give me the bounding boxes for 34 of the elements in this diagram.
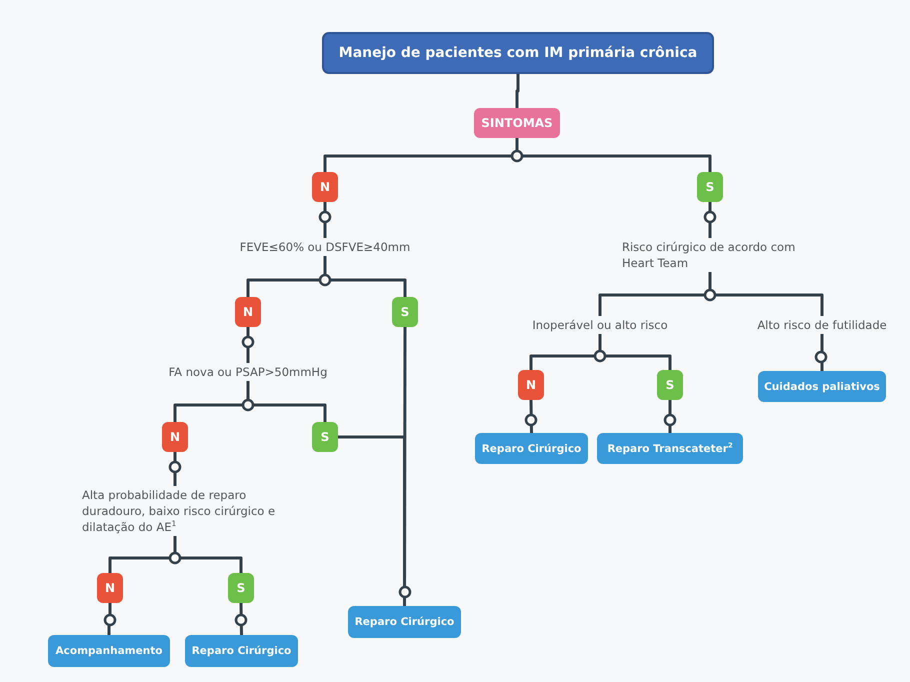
no-badge: N <box>97 573 123 603</box>
yes-badge: S <box>697 172 723 202</box>
outcome-box: Cuidados paliativos <box>758 371 886 402</box>
connector-line <box>708 202 712 238</box>
criterion-text: Inoperável ou alto risco <box>530 316 670 334</box>
outcome-box: Reparo Cirúrgico <box>348 606 461 638</box>
connector-line <box>246 327 250 363</box>
no-badge: N <box>312 172 338 202</box>
connector-line <box>820 334 824 371</box>
no-badge: N <box>162 422 188 452</box>
yes-badge: S <box>312 422 338 452</box>
title-box: Manejo de pacientes com IM primária crônica <box>322 32 714 74</box>
criterion-text: Alto risco de futilidade <box>752 316 892 334</box>
yes-badge: S <box>657 370 683 400</box>
criterion-text: FA nova ou PSAP>50mmHg <box>160 363 336 381</box>
connector-line <box>324 202 326 238</box>
connector-line <box>516 74 520 108</box>
no-badge: N <box>235 297 261 327</box>
connector-line <box>530 400 533 434</box>
criterion-text: FEVE≤60% ou DSFVE≥40mm <box>225 238 425 256</box>
symptom-box: SINTOMAS <box>474 108 560 138</box>
outcome-box: Reparo Cirúrgico <box>475 433 588 464</box>
connector-line <box>240 602 243 636</box>
outcome-box: Reparo Transcateter$^{2}$ <box>597 433 743 464</box>
yes-badge: S <box>392 297 418 327</box>
connector-line <box>108 603 112 635</box>
no-badge: N <box>518 370 544 400</box>
criterion-text: Risco cirúrgico de acordo com Heart Team <box>622 238 812 272</box>
connector-line <box>668 400 672 433</box>
outcome-box: Reparo Cirúrgico <box>185 635 298 667</box>
criterion-text: Alta probabilidade de reparo duradouro, baixo risco cirúrgico e dilatação do AE$^{1}$ <box>82 486 297 536</box>
yes-badge: S <box>228 573 254 603</box>
connector-line <box>174 452 176 486</box>
outcome-box: Acompanhamento <box>48 635 170 667</box>
